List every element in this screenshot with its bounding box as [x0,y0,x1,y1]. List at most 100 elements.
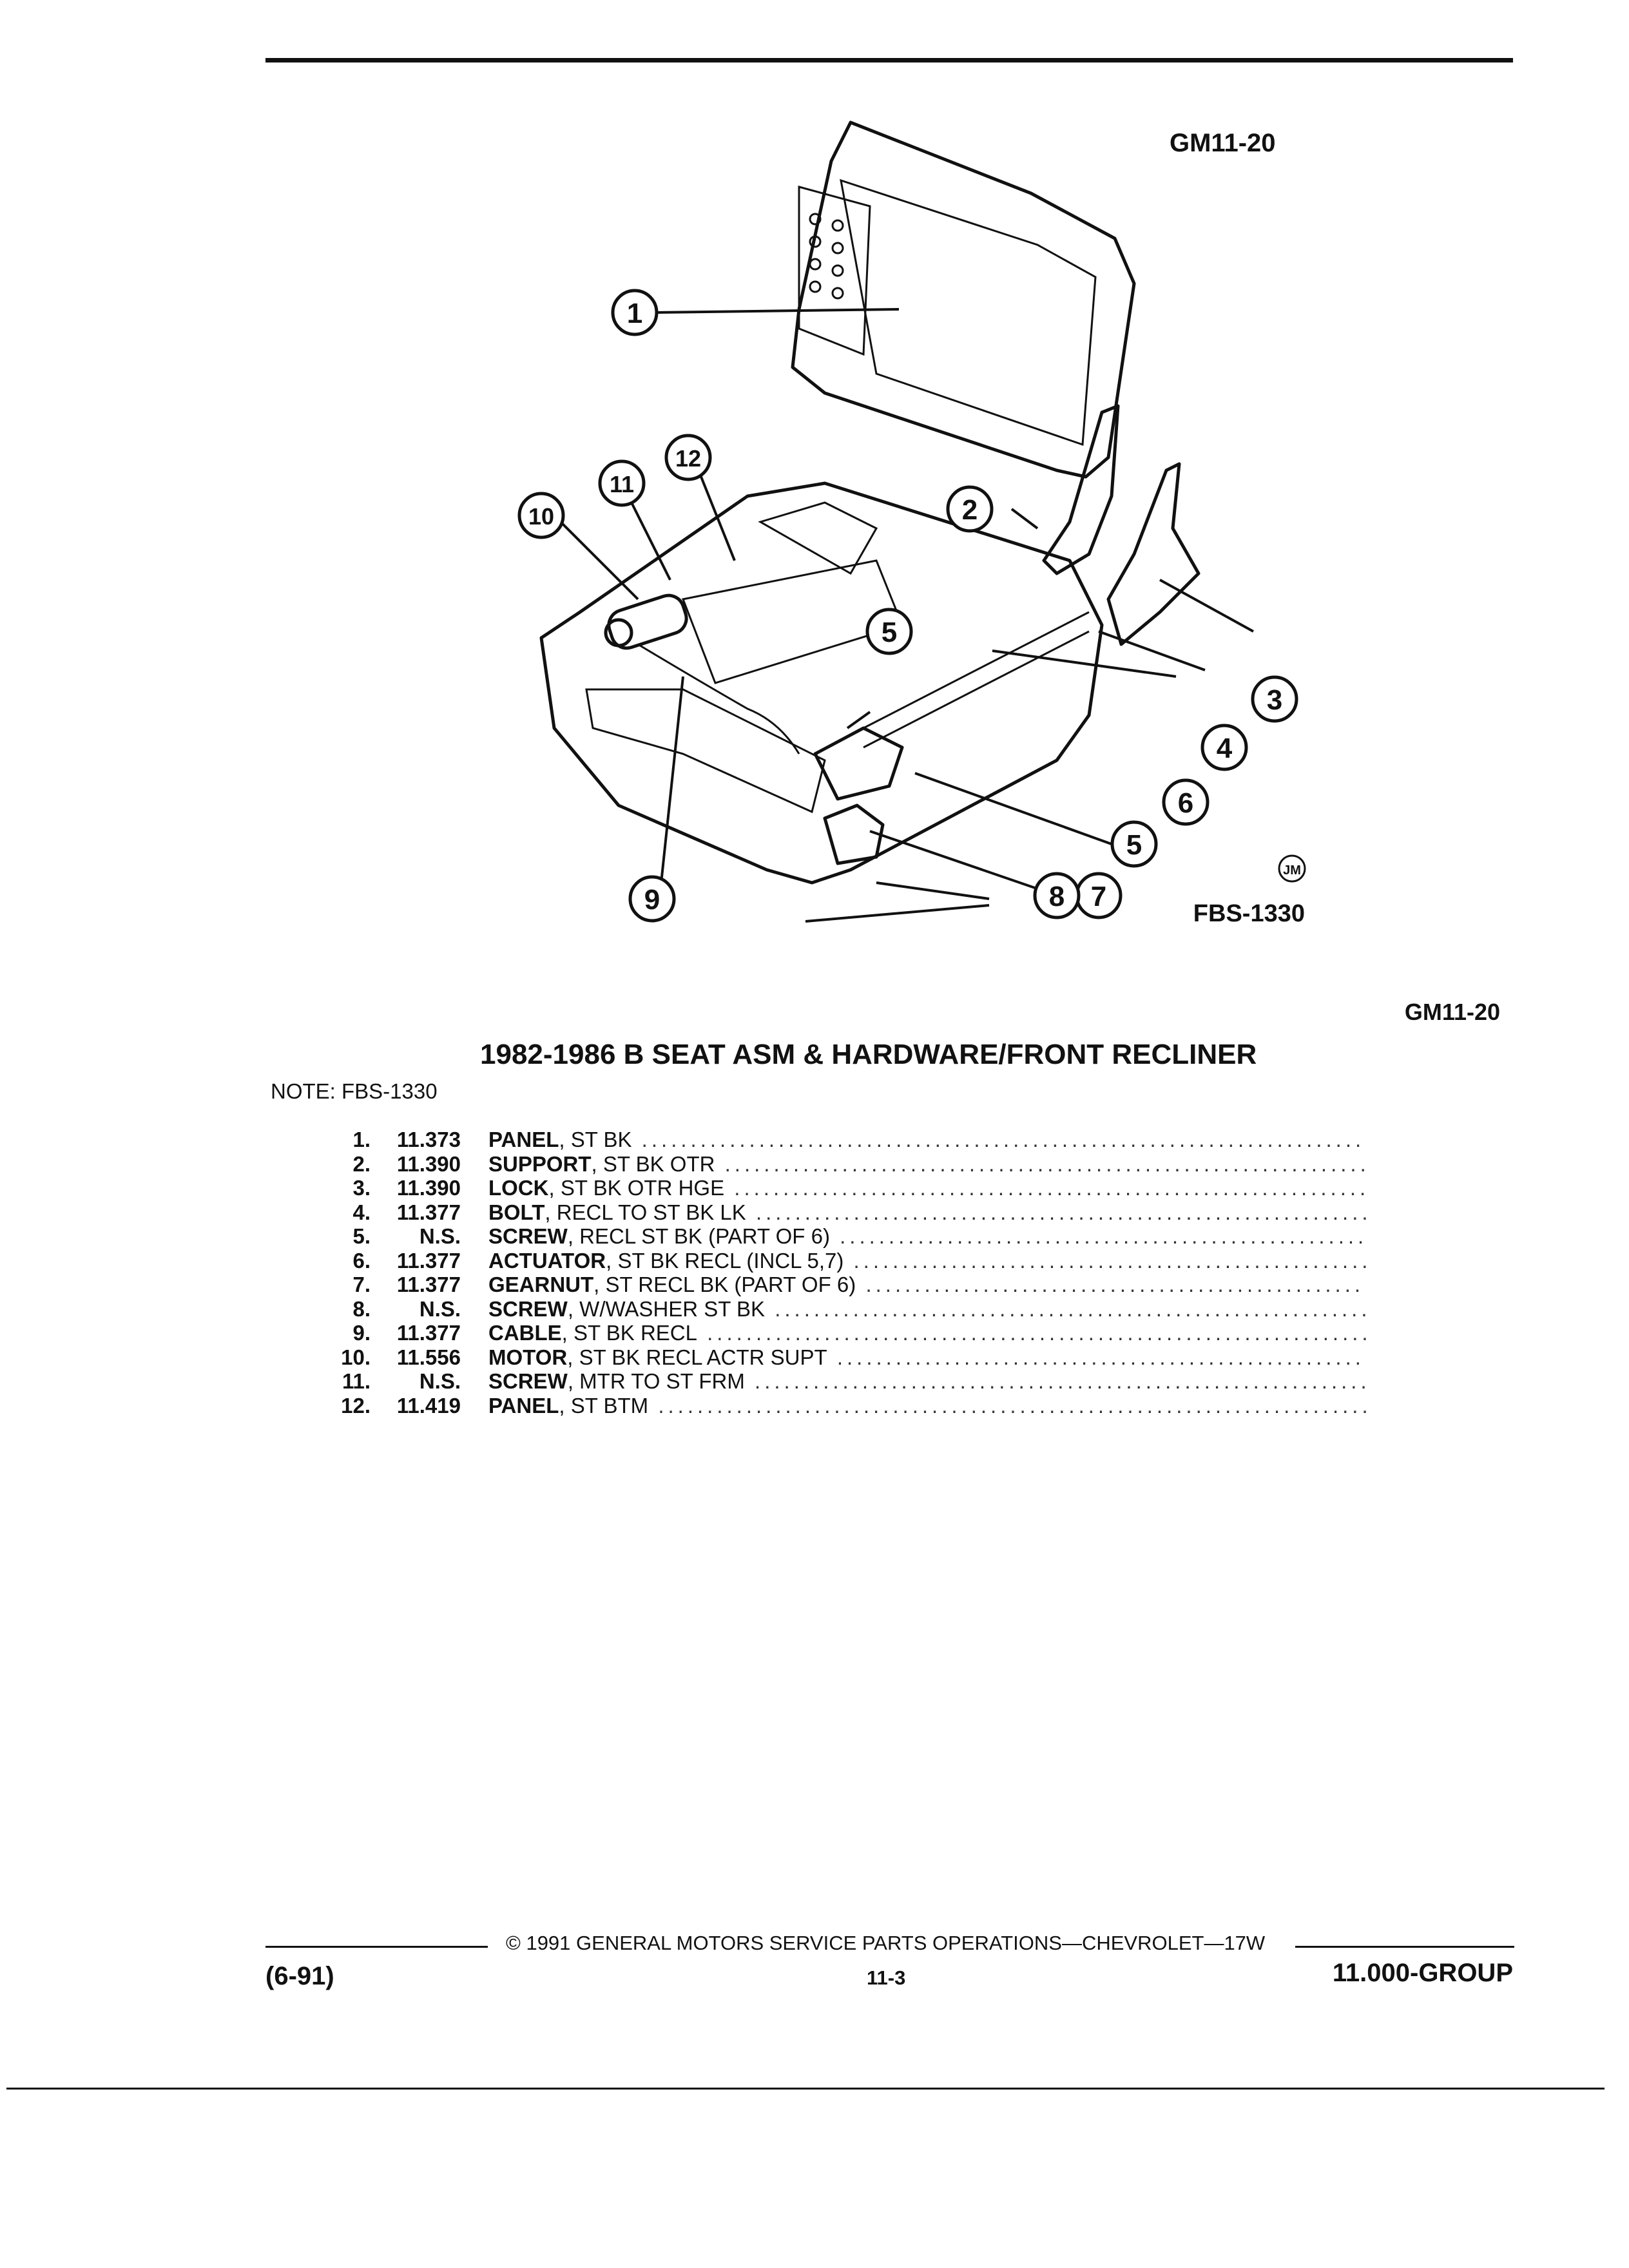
footer-page-number: 11-3 [867,1966,906,1989]
part-name: GEARNUT [488,1273,594,1296]
part-description: ACTUATOR, ST BK RECL (INCL 5,7) ........… [488,1249,1366,1273]
part-group: 11.377 [396,1273,461,1296]
part-description: SUPPORT, ST BK OTR .....................… [488,1152,1366,1177]
part-detail: , ST BK RECL (INCL 5,7) [606,1248,844,1273]
callout-3: 3 [1251,675,1298,723]
seat-bottom-pan [539,481,1104,885]
leader-dots: ........................................… [755,1200,1366,1224]
callout-12: 12 [664,434,712,481]
part-name: BOLT [488,1200,545,1224]
svg-text:5: 5 [1126,829,1142,861]
part-name: ACTUATOR [488,1248,606,1273]
part-description: PANEL, ST BTM ..........................… [488,1394,1366,1418]
callout-1: 1 [611,289,659,336]
part-detail: , ST BK [559,1128,632,1151]
exploded-parts-diagram: 1 2 3 4 5 5 6 7 8 9 10 11 12 JM FBS-1330 [517,120,1306,927]
part-number: 12. [341,1393,371,1418]
callout-5-upper: 5 [865,608,913,655]
footer-group: 11.000-GROUP [1332,1959,1513,1987]
leader-dots: ........................................… [755,1369,1366,1393]
recliner-cable [637,643,800,754]
figure-note: NOTE: FBS-1330 [271,1079,438,1103]
footer-copyright: © 1991 GENERAL MOTORS SERVICE PARTS OPER… [506,1932,1266,1954]
svg-text:9: 9 [644,884,660,916]
part-number: 11. [342,1369,371,1393]
part-number: 1. [352,1128,371,1151]
leader-dots: ........................................… [707,1321,1366,1345]
part-row: 11.N.S.SCREW, MTR TO ST FRM ............… [309,1369,1366,1394]
svg-text:3: 3 [1267,684,1282,716]
part-number: 3. [352,1176,371,1200]
part-group: N.S. [419,1296,461,1321]
part-row: 1. 11.373 PANEL, ST BK ...................… [309,1128,1366,1152]
part-group: 11.419 [396,1393,461,1418]
part-number: 2. [352,1151,371,1176]
callout-5-lower: 5 [1110,820,1158,868]
part-number: 10. [341,1345,371,1369]
part-row: 8. N.S. SCREW, W/WASHER ST BK ............… [309,1297,1366,1321]
svg-text:4: 4 [1217,733,1233,764]
part-number: 4. [352,1200,371,1224]
callout-9: 9 [628,875,676,923]
svg-text:6: 6 [1178,787,1193,819]
footer-rule-left [265,1946,488,1948]
part-number: 6. [352,1248,371,1273]
recliner-gearnut [823,803,885,865]
part-description: MOTOR, ST BK RECL ACTR SUPT ............… [488,1345,1366,1370]
part-number: 8. [352,1296,371,1321]
part-group: 11.377 [396,1200,461,1224]
svg-text:8: 8 [1049,881,1065,912]
part-description: PANEL, ST BK ...........................… [488,1128,1366,1152]
figure-id-bottom: GM11-20 [1404,999,1500,1025]
svg-text:1: 1 [627,298,642,329]
part-description: SCREW, RECL ST BK (PART OF 6) ..........… [488,1224,1366,1249]
leader-dots: ........................................… [853,1248,1367,1273]
leader-dots: ........................................… [840,1224,1366,1248]
callout-6: 6 [1162,778,1210,826]
part-row: 4. 11.377 BOLT, RECL TO ST BK LK .........… [309,1200,1366,1225]
part-description: CABLE, ST BK RECL ......................… [488,1321,1366,1345]
part-detail: , ST RECL BK (PART OF 6) [593,1273,856,1296]
part-name: LOCK [488,1176,549,1200]
footer-date: (6-91) [265,1962,334,1990]
part-name: SCREW [488,1369,568,1393]
part-description: SCREW, W/WASHER ST BK ..................… [488,1297,1366,1321]
part-name: PANEL [488,1393,559,1418]
callout-4: 4 [1200,724,1248,771]
recliner-actuator [813,611,1090,801]
part-group: N.S. [419,1369,461,1393]
seat-back-panel [791,120,1136,479]
part-detail: , RECL ST BK (PART OF 6) [567,1224,830,1248]
callout-10: 10 [517,492,565,539]
seat-back-support [1042,404,1120,575]
svg-text:7: 7 [1091,881,1106,912]
part-description: BOLT, RECL TO ST BK LK .................… [488,1200,1366,1225]
page-title: 1982-1986 B SEAT ASM & HARDWARE/FRONT RE… [480,1039,1257,1070]
part-name: SCREW [488,1296,568,1321]
svg-text:5: 5 [882,617,897,648]
svg-text:10: 10 [528,503,554,530]
leader-dots: ........................................… [724,1151,1366,1176]
part-group: 11.373 [396,1128,461,1151]
leader-dots: ........................................… [865,1273,1366,1296]
part-name: PANEL [488,1128,559,1151]
figure-id-top: GM11-20 [1170,129,1276,157]
callout-7: 7 [1075,872,1123,919]
svg-text:JM: JM [1283,863,1301,878]
part-description: GEARNUT, ST RECL BK (PART OF 6) ........… [488,1273,1366,1297]
leader-dots: ........................................… [734,1176,1366,1200]
part-group: 11.377 [396,1321,461,1345]
seat-back-lock [1106,462,1200,646]
callout-11: 11 [598,459,646,507]
top-rule [265,58,1513,62]
part-row: 5.N.S.SCREW, RECL ST BK (PART OF 6) ....… [309,1224,1366,1249]
part-detail: , ST BK RECL [561,1321,697,1345]
part-detail: , ST BTM [559,1393,649,1418]
part-detail: , ST BK OTR [591,1151,715,1176]
recliner-motor [604,593,688,650]
part-detail: , W/WASHER ST BK [567,1296,766,1321]
